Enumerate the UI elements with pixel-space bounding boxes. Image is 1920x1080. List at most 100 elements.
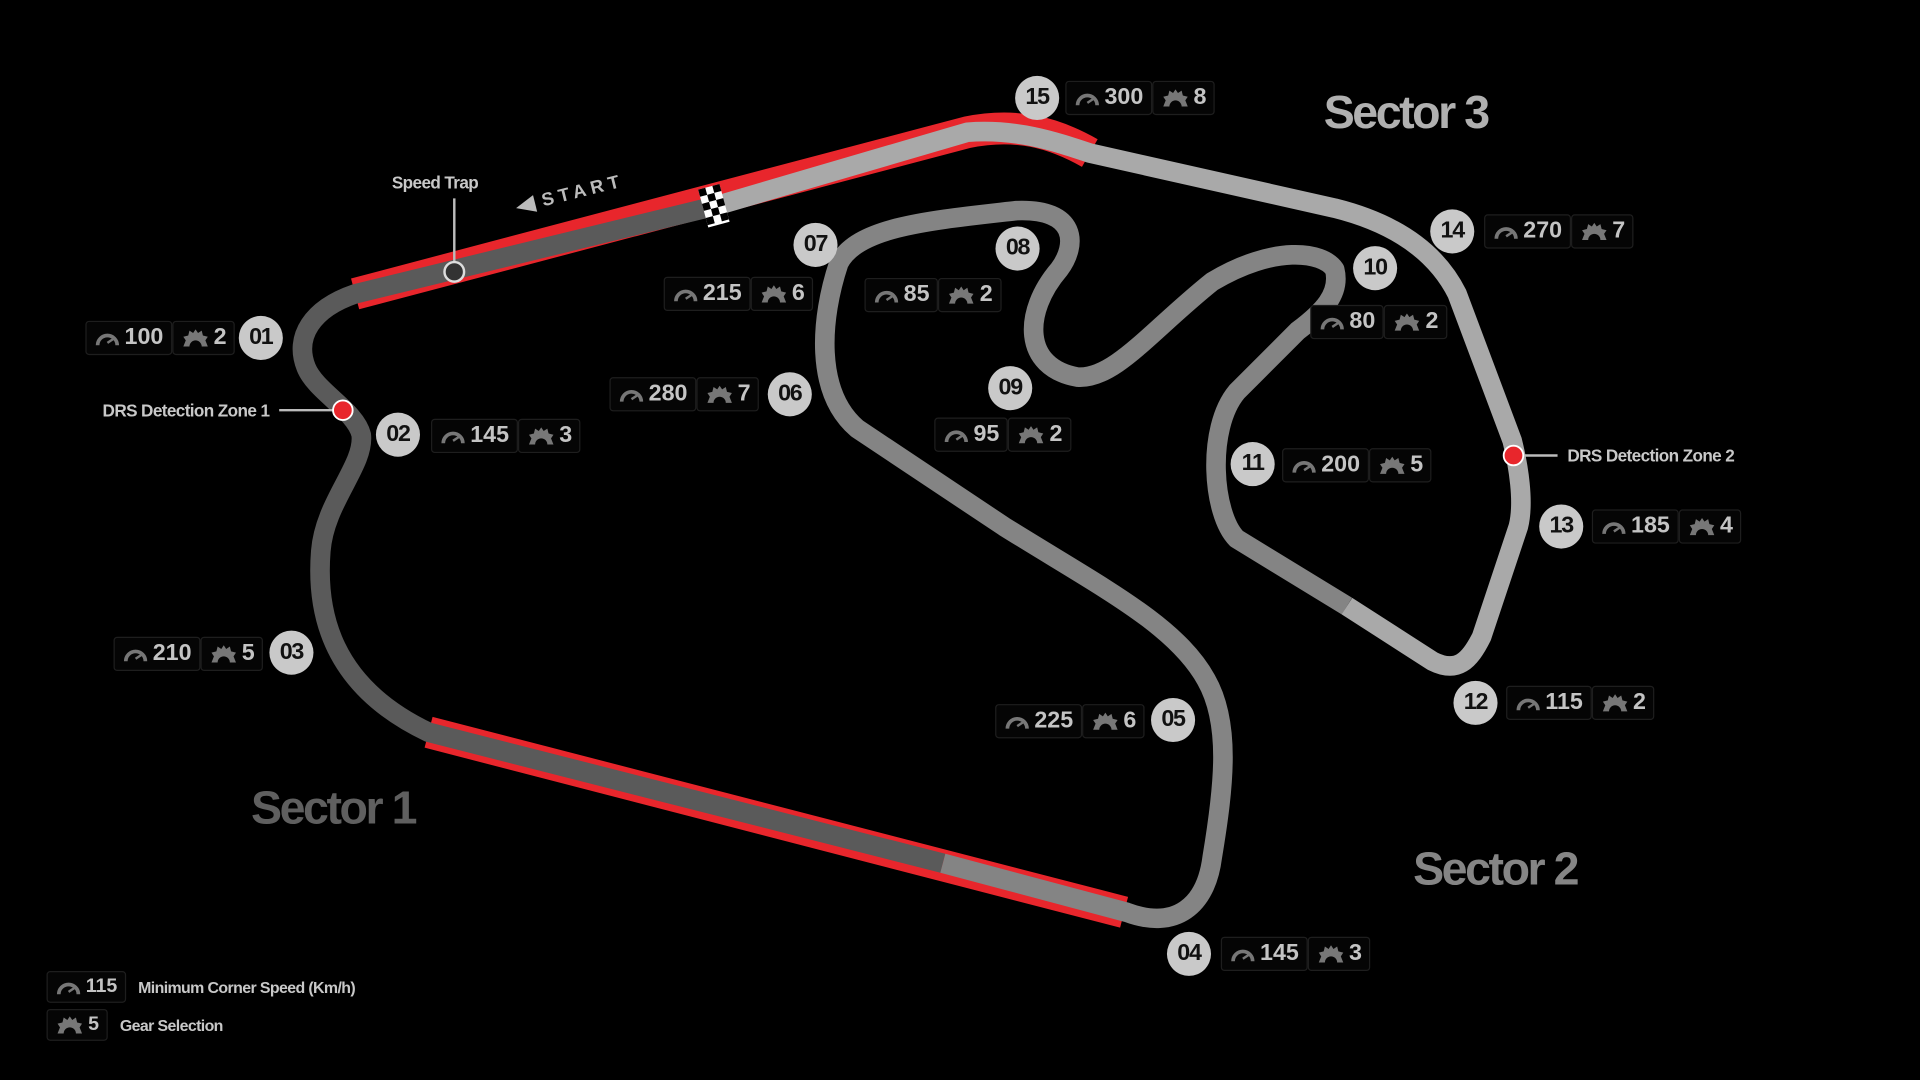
corner-gear: 8 <box>1151 80 1216 116</box>
gear-icon <box>55 1015 84 1035</box>
gear-icon <box>1316 944 1345 964</box>
corner-speed: 185 <box>1591 509 1679 544</box>
corner-speed: 85 <box>864 277 939 313</box>
gear-icon <box>1600 693 1629 713</box>
corner-speed: 225 <box>995 704 1082 739</box>
corner-gear-value: 7 <box>1612 217 1626 244</box>
legend-gear-label: Gear Selection <box>119 1015 224 1035</box>
corner-badge-08: 08 <box>995 226 1040 271</box>
corner-speed-value: 145 <box>1260 940 1299 967</box>
corner-badge-12: 12 <box>1453 680 1498 725</box>
corner-gear: 5 <box>1368 448 1432 483</box>
speedometer-icon <box>1515 693 1542 713</box>
corner-speed: 145 <box>431 418 518 454</box>
speedometer-icon <box>943 425 970 445</box>
corner-badge-15: 15 <box>1015 75 1060 121</box>
gear-icon <box>1579 222 1608 242</box>
gear-icon <box>1377 456 1406 476</box>
corner-speed: 300 <box>1065 80 1152 116</box>
speedometer-icon <box>672 284 699 304</box>
corner-speed-value: 100 <box>124 324 164 351</box>
checkered-flag-icon <box>698 183 730 228</box>
corner-info-07: 215 6 <box>663 276 814 312</box>
speedometer-icon <box>618 384 645 404</box>
track-sector-3 <box>713 121 1531 676</box>
corner-speed-value: 85 <box>903 281 930 308</box>
legend-gear: 5 Gear Selection <box>46 1008 224 1041</box>
drs-zone-2-label: DRS Detection Zone 2 <box>1567 445 1735 466</box>
corner-badge-02: 02 <box>375 412 421 457</box>
corner-badge-07: 07 <box>793 222 838 267</box>
gear-icon <box>1687 517 1716 537</box>
corner-info-09: 95 2 <box>934 417 1072 452</box>
corner-gear-value: 2 <box>979 281 993 308</box>
corner-gear-value: 2 <box>1425 308 1439 335</box>
legend-gear-value: 5 <box>88 1013 100 1035</box>
corner-speed: 80 <box>1310 304 1384 340</box>
corner-info-01: 100 2 <box>85 320 236 356</box>
corner-speed-value: 280 <box>648 380 688 407</box>
corner-gear-value: 3 <box>559 422 573 449</box>
corner-badge-05: 05 <box>1151 697 1196 743</box>
corner-info-14: 270 7 <box>1484 214 1634 249</box>
speedometer-icon <box>122 644 149 664</box>
corner-badge-03: 03 <box>269 630 314 675</box>
corner-speed: 100 <box>85 320 172 356</box>
track-sector-2 <box>815 200 1353 929</box>
corner-badge-11: 11 <box>1230 442 1275 487</box>
corner-speed: 270 <box>1484 214 1571 249</box>
speedometer-icon <box>1319 312 1346 332</box>
corner-speed: 145 <box>1220 936 1308 972</box>
gear-icon <box>947 285 976 305</box>
corner-speed-value: 225 <box>1034 707 1074 734</box>
speedometer-icon <box>1074 88 1101 108</box>
corner-gear-value: 6 <box>791 280 805 307</box>
corner-gear-value: 2 <box>213 324 227 351</box>
speedometer-icon <box>1493 222 1520 242</box>
corner-badge-01: 01 <box>238 315 283 361</box>
speedometer-icon <box>1229 944 1256 964</box>
drs-zone-1-label: DRS Detection Zone 1 <box>102 400 270 421</box>
start-arrow-icon <box>513 194 538 216</box>
corner-gear: 6 <box>750 276 814 312</box>
corner-gear-value: 2 <box>1049 421 1063 447</box>
legend-speed-value: 115 <box>85 975 118 997</box>
gear-icon <box>1160 88 1189 108</box>
corner-speed: 280 <box>609 377 697 412</box>
corner-speed-value: 115 <box>1545 689 1583 716</box>
gear-icon <box>759 284 788 304</box>
corner-badge-10: 10 <box>1353 246 1398 291</box>
speedometer-icon <box>1600 517 1627 537</box>
corner-info-10: 80 2 <box>1310 304 1448 340</box>
track-sector-1 <box>292 196 946 873</box>
corner-gear: 2 <box>171 320 236 356</box>
speed-trap-label: Speed Trap <box>391 172 479 193</box>
corner-gear: 5 <box>200 636 264 672</box>
gear-icon <box>526 426 555 446</box>
corner-gear: 6 <box>1081 704 1145 739</box>
corner-gear: 2 <box>938 277 1002 313</box>
gear-icon <box>1016 425 1045 445</box>
corner-info-02: 145 3 <box>431 418 581 454</box>
sector-3-label: Sector 3 <box>1323 87 1490 139</box>
corner-gear-value: 5 <box>1410 451 1424 478</box>
gear-icon <box>209 644 238 664</box>
corner-badge-14: 14 <box>1430 209 1475 254</box>
speedometer-icon <box>94 328 121 348</box>
corner-info-15: 300 8 <box>1065 80 1216 116</box>
speedometer-icon <box>1291 456 1318 476</box>
corner-speed-value: 200 <box>1321 451 1361 478</box>
corner-gear: 4 <box>1678 509 1742 544</box>
corner-speed: 95 <box>934 417 1008 452</box>
corner-speed: 200 <box>1282 448 1369 483</box>
corner-gear-value: 6 <box>1123 707 1137 734</box>
corner-speed-value: 300 <box>1104 84 1144 111</box>
gear-icon <box>1090 711 1119 731</box>
corner-speed: 215 <box>663 276 751 312</box>
